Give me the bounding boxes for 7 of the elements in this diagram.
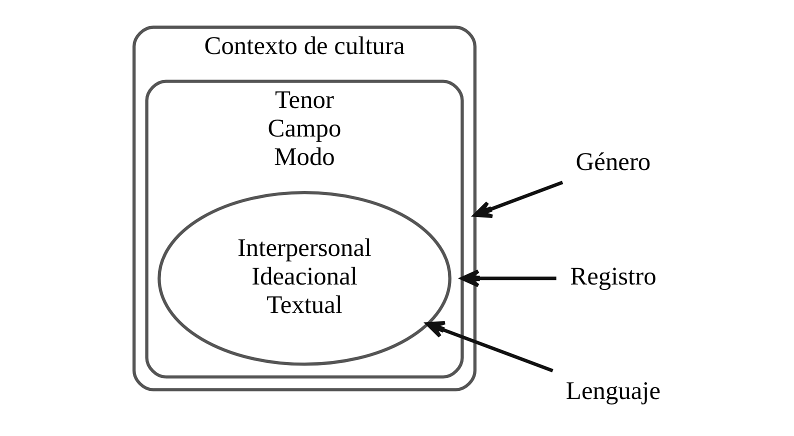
arrow	[460, 270, 556, 288]
arrow	[425, 321, 553, 372]
node-text: Registro	[570, 261, 656, 290]
node-ellipse: Interpersonal Ideacional Textual	[157, 191, 451, 366]
arrow	[472, 180, 563, 218]
node-text: Género	[575, 146, 650, 176]
node-text: Lenguaje	[565, 376, 660, 405]
